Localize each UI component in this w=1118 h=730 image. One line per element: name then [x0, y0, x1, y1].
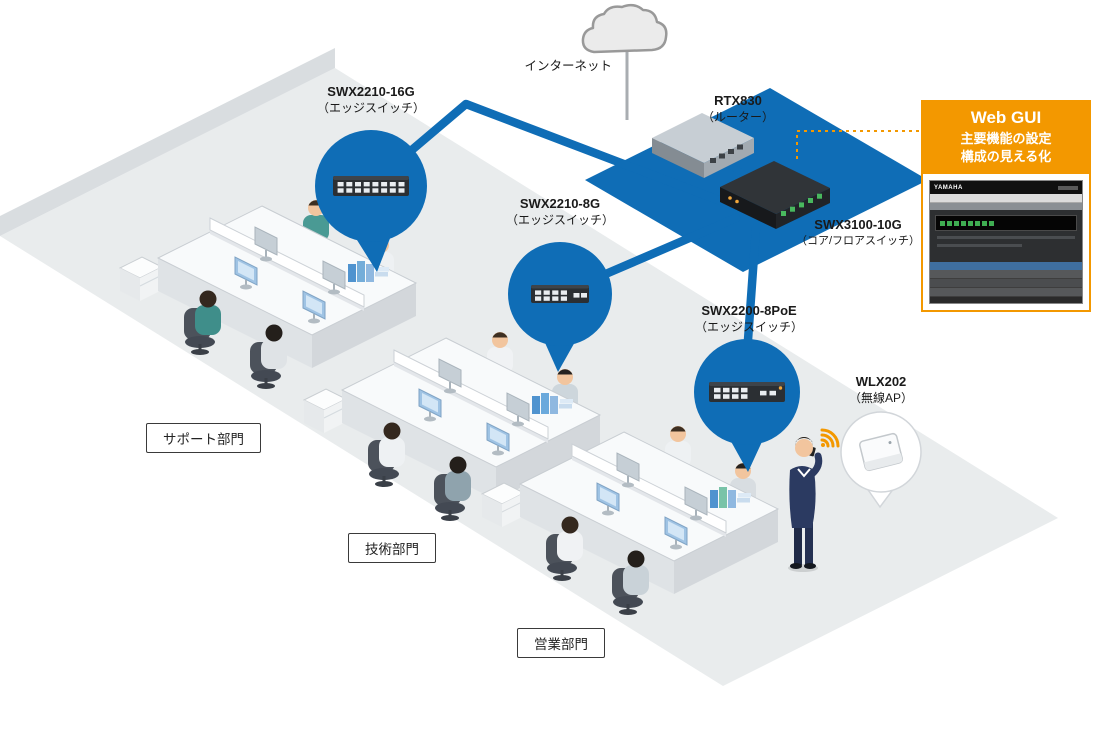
office-wall	[0, 48, 335, 236]
router-device-illustration	[652, 113, 754, 178]
router-name: RTX830	[714, 93, 762, 108]
edge-switch-16g-name: SWX2210-16G	[327, 84, 415, 99]
webgui-nav-bar	[930, 194, 1082, 204]
edge-switch-16g-type: （エッジスイッチ）	[316, 100, 425, 115]
balloon-edge-switch-8g	[508, 242, 612, 372]
wireless-ap-name: WLX202	[855, 374, 907, 389]
wifi-signal-icon	[820, 428, 840, 448]
webgui-switch-image	[935, 215, 1077, 232]
dept-label-sales: 営業部門	[517, 628, 605, 658]
edge-switch-8poe-label: SWX2200-8PoE （エッジスイッチ）	[681, 303, 817, 335]
webgui-brand-logo: YAMAHA	[934, 184, 963, 191]
webgui-switch-view	[930, 210, 1082, 263]
edge-switch-8poe-name: SWX2200-8PoE	[701, 303, 797, 318]
webgui-table-row	[930, 279, 1082, 289]
webgui-table-row	[930, 270, 1082, 280]
router-label: RTX830 （ルーター）	[672, 93, 804, 125]
switch-front-16g	[333, 176, 409, 196]
edge-switch-8g-name: SWX2210-8G	[519, 196, 601, 211]
webgui-header: Web GUI 主要機能の設定 構成の見える化	[923, 102, 1089, 175]
dept-label-engineering: 技術部門	[348, 533, 436, 563]
wireless-ap-type: （無線AP）	[848, 390, 913, 405]
webgui-panel: Web GUI 主要機能の設定 構成の見える化 YAMAHA	[921, 100, 1091, 313]
balloon-edge-switch-8poe	[694, 339, 800, 472]
edge-switch-8g-type: （エッジスイッチ）	[505, 212, 614, 227]
wireless-ap-label: WLX202 （無線AP）	[822, 374, 940, 406]
balloon-edge-switch-16g	[315, 130, 427, 272]
internet-label: インターネット	[524, 59, 612, 73]
webgui-feature-2: 構成の見える化	[960, 149, 1052, 165]
switch-front-8g	[531, 285, 589, 303]
webgui-connector-dotted-line	[796, 130, 920, 159]
webgui-section-header	[930, 262, 1082, 271]
edge-switch-8poe-type: （エッジスイッチ）	[694, 319, 803, 334]
webgui-text-line	[937, 236, 1075, 240]
balloon-wireless-ap	[840, 411, 922, 509]
webgui-sub-bar	[930, 203, 1082, 211]
switch-front-8poe	[709, 382, 785, 402]
cloud-icon	[581, 3, 668, 54]
cable-edge-8g	[603, 213, 741, 278]
standing-person-illustration	[788, 437, 823, 572]
edge-switch-16g-label: SWX2210-16G （エッジスイッチ）	[306, 84, 436, 116]
core-switch-illustration	[720, 161, 830, 229]
core-switch-name: SWX3100-10G	[814, 217, 902, 232]
dept-label-support: サポート部門	[146, 423, 261, 453]
cable-edge-8poe	[743, 223, 761, 345]
cable-edge-16g	[408, 99, 739, 211]
webgui-menu-strip	[1058, 185, 1078, 190]
webgui-screenshot: YAMAHA	[929, 180, 1083, 305]
webgui-feature-1: 主要機能の設定	[960, 131, 1052, 146]
core-switch-label: SWX3100-10G （コア/フロアスイッチ）	[788, 217, 928, 248]
ap-device-illustration	[859, 432, 903, 472]
webgui-table-row	[930, 288, 1082, 298]
webgui-footer-bar	[930, 297, 1082, 304]
webgui-title: Web GUI	[970, 108, 1042, 127]
router-type: （ルーター）	[701, 109, 774, 124]
edge-switch-8g-label: SWX2210-8G （エッジスイッチ）	[495, 196, 625, 228]
webgui-text-line	[937, 244, 1023, 248]
webgui-screenshot-titlebar: YAMAHA	[930, 181, 1082, 195]
core-switch-type: （コア/フロアスイッチ）	[795, 234, 921, 247]
